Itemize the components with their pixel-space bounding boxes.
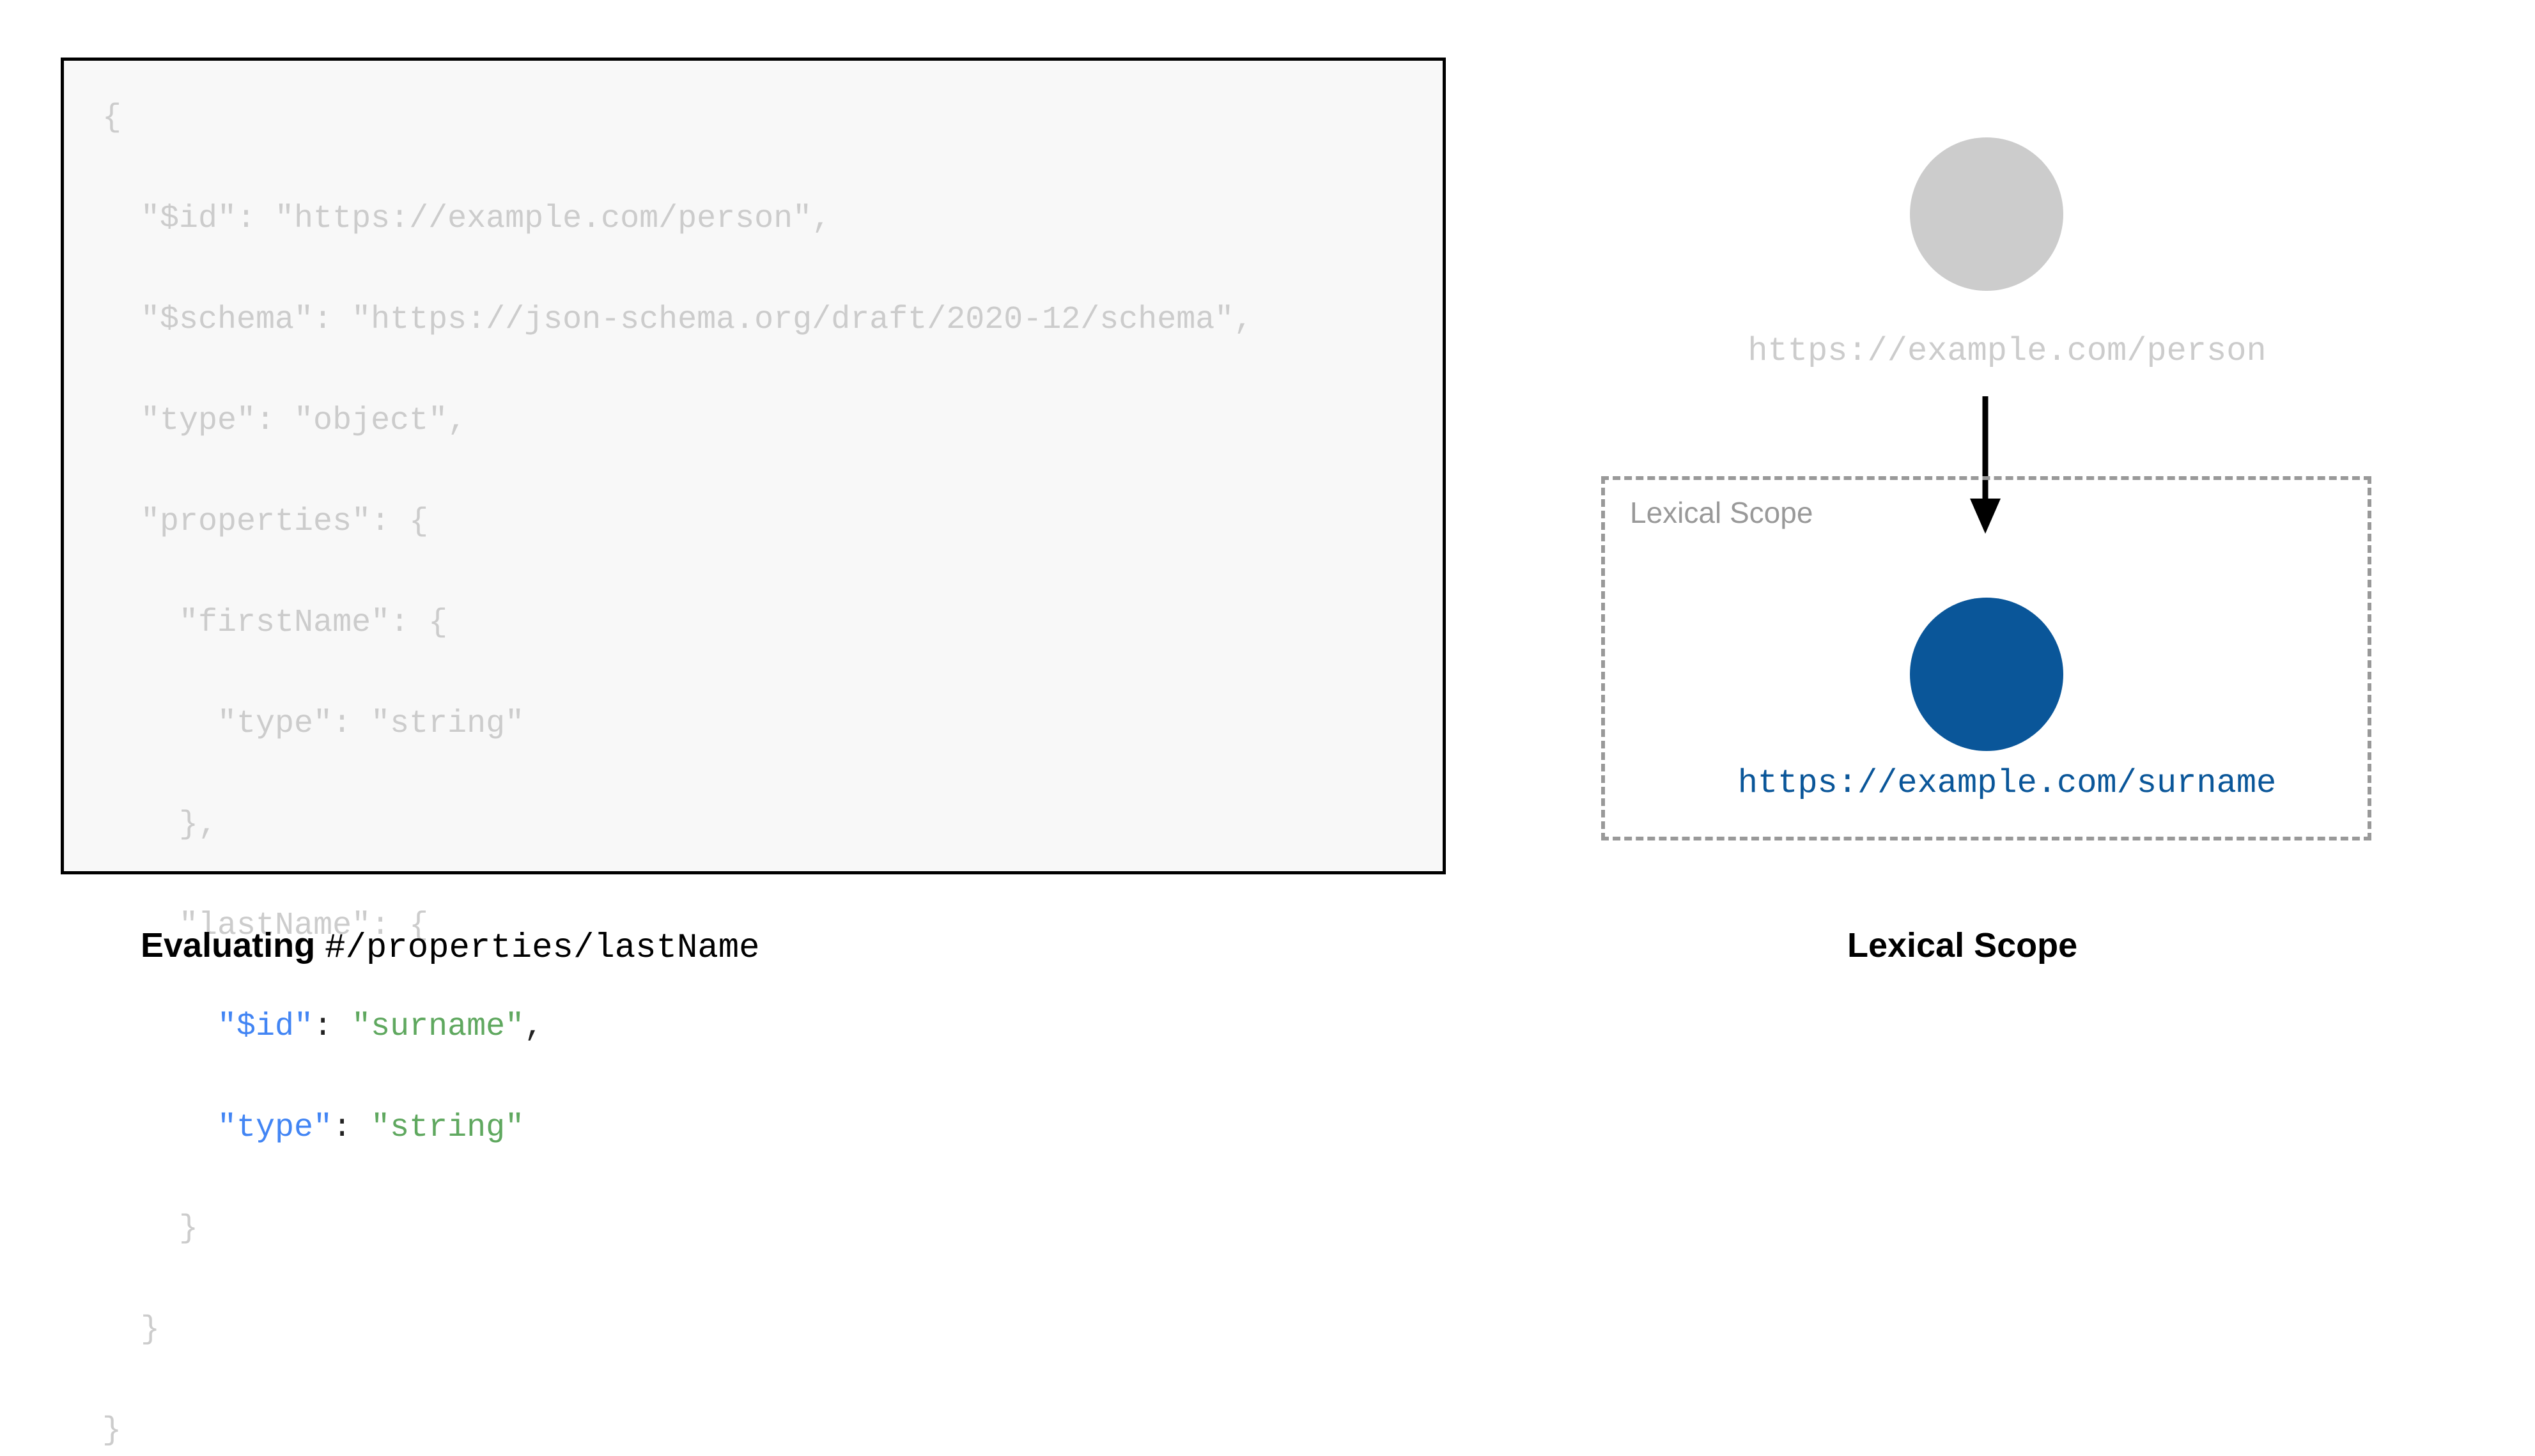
code-card: { "$id": "https://example.com/person", "…	[61, 58, 1446, 1449]
inner-schema-node-circle	[1910, 598, 2063, 751]
code-line: "type": "string"	[102, 699, 1253, 749]
code-token: "type"	[217, 1110, 333, 1146]
code-line: },	[102, 800, 1253, 850]
code-token: }	[141, 1312, 160, 1348]
code-token: }	[179, 1211, 199, 1247]
lexical-scope-box	[1601, 476, 2371, 840]
code-line: "firstName": {	[102, 598, 1253, 648]
code-token: "type": "string"	[217, 706, 525, 742]
caption-evaluating: Evaluating #/properties/lastName	[141, 925, 760, 968]
code-token: },	[179, 807, 218, 843]
code-line: "lastName": {	[102, 901, 1253, 951]
lexical-scope-diagram: https://example.com/person Lexical Scope…	[1601, 137, 2371, 840]
code-line: "type": "object",	[102, 396, 1253, 446]
code-line: }	[102, 1305, 1253, 1355]
caption-evaluating-bold: Evaluating	[141, 926, 316, 964]
code-line: {	[102, 93, 1253, 143]
code-token: "$id": "https://example.com/person",	[141, 201, 832, 237]
code-line: "$id": "https://example.com/person",	[102, 194, 1253, 244]
caption-evaluating-pointer: #/properties/lastName	[325, 929, 760, 968]
caption-lexical-scope: Lexical Scope	[1847, 925, 2077, 965]
code-token: "type": "object",	[141, 403, 467, 439]
code-token: :	[332, 1110, 352, 1146]
caption-lexical-scope-bold: Lexical Scope	[1847, 926, 2078, 964]
code-token: }	[102, 1413, 122, 1449]
inner-schema-node-label: https://example.com/surname	[1737, 764, 2277, 802]
code-line: "$schema": "https://json-schema.org/draf…	[102, 295, 1253, 345]
lexical-scope-box-label: Lexical Scope	[1630, 496, 1813, 529]
code-token: "properties": {	[141, 504, 429, 540]
code-token: {	[102, 100, 122, 136]
outer-schema-node-label: https://example.com/person	[1748, 332, 2267, 370]
code-token: "string"	[371, 1110, 525, 1146]
code-line: }	[102, 1406, 1253, 1456]
down-arrow-icon	[1970, 396, 2001, 534]
code-token: "firstName": {	[179, 605, 448, 641]
code-line: "properties": {	[102, 497, 1253, 547]
code-token	[352, 1110, 371, 1146]
code-line: "type": "string"	[102, 1103, 1253, 1153]
code-line: }	[102, 1204, 1253, 1254]
code-token: "lastName": {	[179, 908, 429, 944]
outer-schema-node-circle	[1910, 137, 2063, 291]
code-token: "$schema": "https://json-schema.org/draf…	[141, 302, 1253, 338]
